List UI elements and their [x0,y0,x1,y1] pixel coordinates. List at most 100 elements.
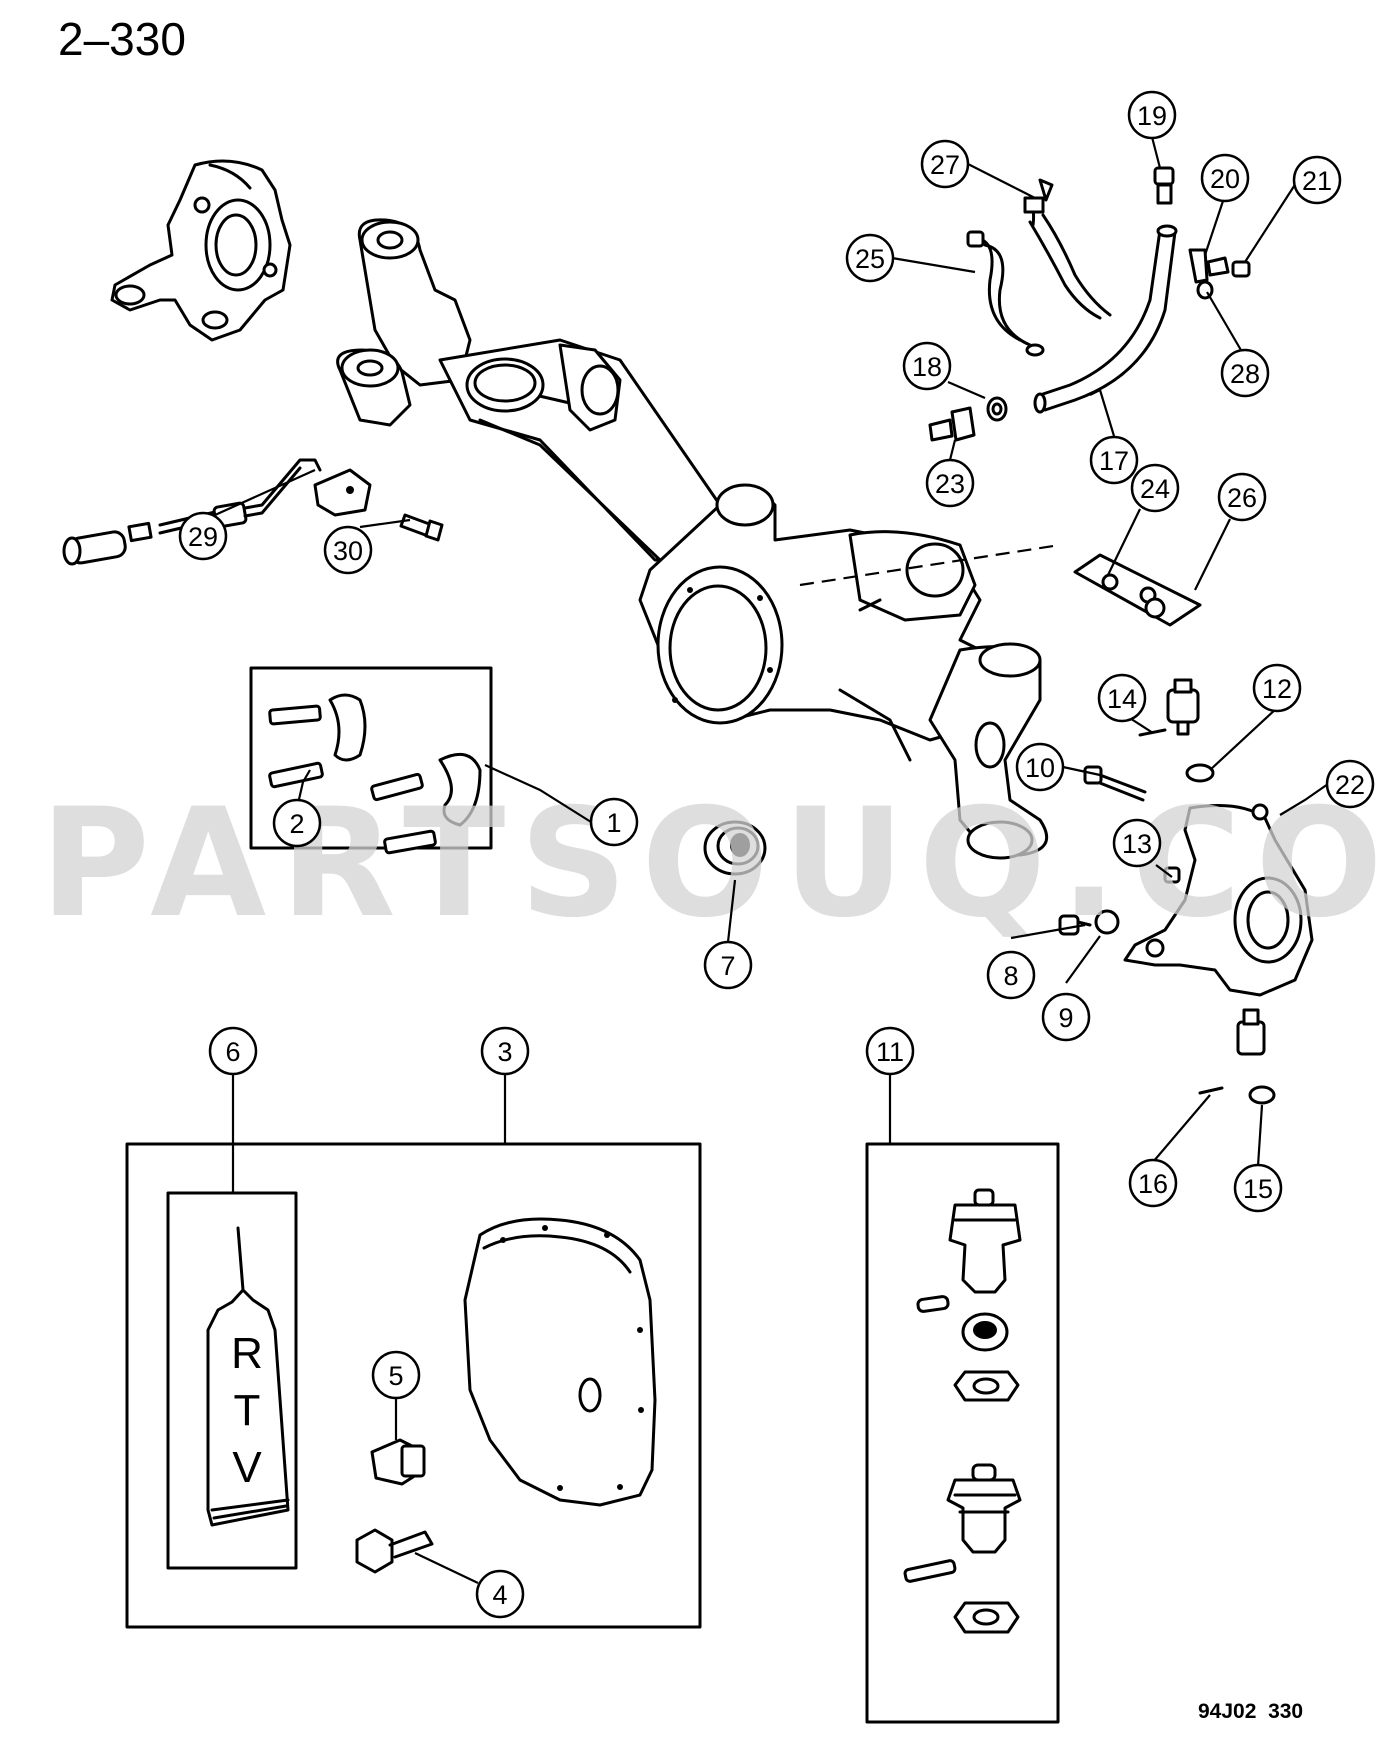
vent-washer [986,396,1008,422]
callout-3: 3 [480,1026,530,1076]
callout-4: 4 [475,1569,525,1619]
bearing-cap-kit-box [249,666,493,850]
callout-16: 16 [1128,1158,1178,1208]
callout-29: 29 [178,511,228,561]
svg-text:1: 1 [606,808,621,838]
svg-text:16: 16 [1138,1169,1168,1199]
svg-text:11: 11 [876,1037,904,1067]
svg-text:9: 9 [1058,1003,1073,1033]
bearing-cap-bolts [268,693,482,855]
vent-fitting [1153,166,1175,205]
callout-19: 19 [1127,90,1177,140]
drawing-code: 94J02 330 [1198,1700,1303,1723]
callout-30: 30 [323,525,373,575]
svg-text:23: 23 [935,469,965,499]
svg-text:13: 13 [1122,829,1152,859]
callout-10: 10 [1015,742,1065,792]
callout-7: 7 [703,940,753,990]
callout-20: 20 [1200,153,1250,203]
steering-knuckle-left [110,159,292,342]
svg-text:22: 22 [1335,770,1365,800]
small-fitting-13 [1163,866,1181,884]
svg-text:29: 29 [188,522,218,552]
callout-21: 21 [1292,155,1342,205]
adjuster-bolt-10 [1083,765,1147,802]
steering-knuckle-right [1123,803,1314,997]
callout-15: 15 [1233,1163,1283,1213]
svg-text:20: 20 [1210,164,1240,194]
callout-24: 24 [1130,463,1180,513]
svg-text:V: V [232,1443,262,1492]
ball-joint-kit-box [865,1142,1060,1724]
cover-bolt [355,1528,434,1574]
callout-13: 13 [1112,818,1162,868]
vent-hose [1033,224,1178,414]
callout-6: 6 [208,1026,258,1076]
svg-text:21: 21 [1302,166,1332,196]
svg-text:T: T [234,1386,261,1435]
svg-text:2: 2 [289,809,304,839]
clamp-screw [1231,260,1251,278]
callout-23: 23 [925,458,975,508]
axle-seal [703,820,767,876]
svg-text:10: 10 [1025,753,1055,783]
callout-12: 12 [1252,663,1302,713]
svg-text:4: 4 [492,1580,507,1610]
callout-27: 27 [920,139,970,189]
svg-text:19: 19 [1137,101,1167,131]
watermark: PARTSOUQ.COM [40,777,1400,951]
callout-14: 14 [1097,673,1147,723]
svg-text:14: 14 [1107,684,1137,714]
abs-sensor [62,458,372,566]
callout-28: 28 [1220,348,1270,398]
callout-18: 18 [902,341,952,391]
svg-text:3: 3 [497,1037,512,1067]
diff-cover-kit-box [125,1142,702,1629]
brake-hose-tube [966,230,1045,357]
axle-housing [336,218,1061,860]
svg-text:27: 27 [930,150,960,180]
svg-text:25: 25 [855,244,885,274]
callout-5: 5 [371,1350,421,1400]
callout-9: 9 [1041,992,1091,1042]
tie-rod-end [1166,678,1200,736]
upper-ball-joint [916,1188,1022,1402]
callout-11: 11 [865,1026,915,1076]
castle-nut-12 [1185,763,1215,783]
svg-text:R: R [231,1329,263,1378]
callout-26: 26 [1217,472,1267,522]
svg-text:28: 28 [1230,359,1260,389]
nut-15 [1248,1085,1276,1105]
callouts: 1 2 3 4 5 6 7 8 9 10 11 12 13 14 15 16 1… [178,90,1375,1619]
callout-22: 22 [1325,759,1375,809]
svg-text:17: 17 [1099,446,1129,476]
callout-25: 25 [845,233,895,283]
brake-line-bracket [1023,178,1112,320]
svg-text:24: 24 [1140,474,1170,504]
nut-9 [1094,909,1120,935]
cotter-pin-16 [1198,1086,1224,1095]
svg-text:7: 7 [720,951,735,981]
svg-text:30: 30 [333,536,363,566]
svg-text:18: 18 [912,352,942,382]
sensor-bolt [399,513,444,542]
rtv-tube: R T V [206,1226,290,1527]
callout-17: 17 [1089,435,1139,485]
svg-text:12: 12 [1262,674,1292,704]
callout-1: 1 [589,797,639,847]
svg-text:26: 26 [1227,483,1257,513]
page-number: 2–330 [58,13,186,65]
svg-text:8: 8 [1003,961,1018,991]
spacer-plate [1073,553,1202,627]
fill-plug [370,1438,426,1486]
bleeder-fitting [928,406,976,442]
ball-joint-lower [1236,1008,1266,1056]
hose-clamp [1188,248,1230,284]
lower-ball-joint [903,1463,1022,1634]
svg-text:5: 5 [388,1361,403,1391]
callout-8: 8 [986,950,1036,1000]
callout-2: 2 [272,798,322,848]
svg-text:15: 15 [1243,1174,1273,1204]
differential-cover [463,1217,657,1507]
